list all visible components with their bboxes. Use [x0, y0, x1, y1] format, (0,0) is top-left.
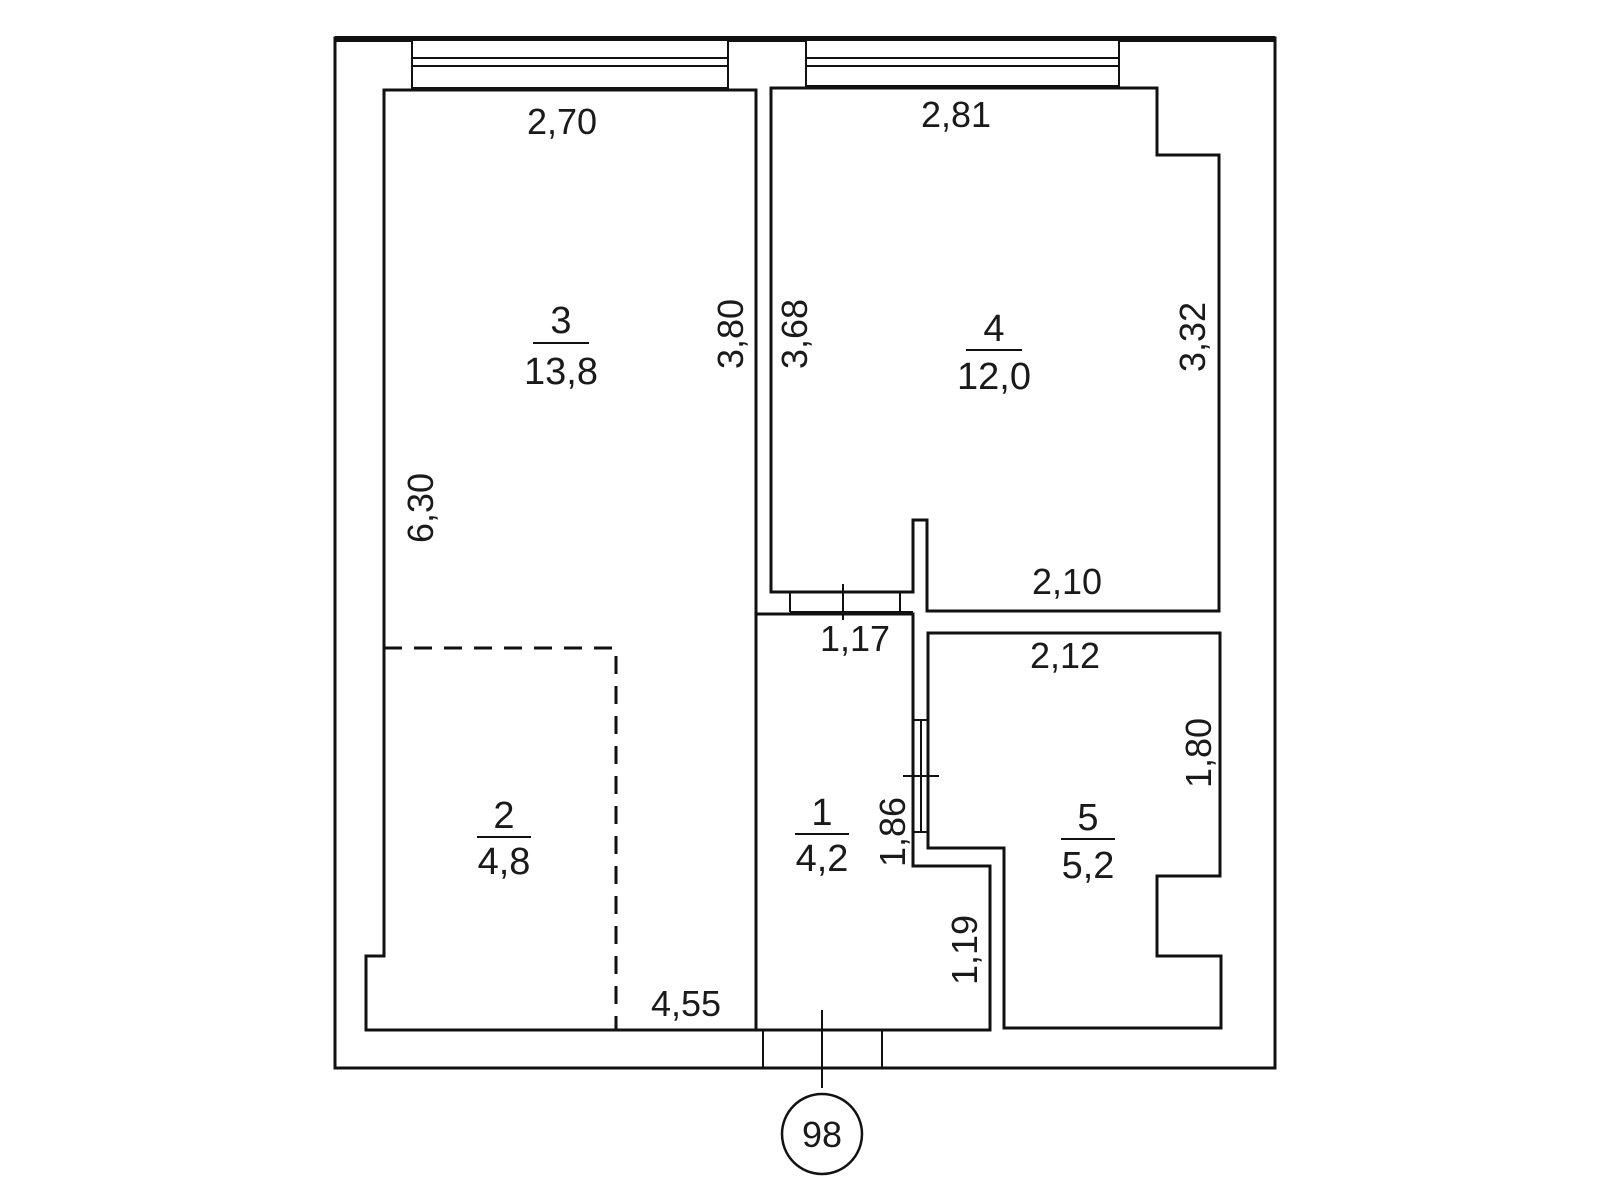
room-label-3: 3 13,8	[524, 300, 598, 393]
dim-room4-left: 3,68	[774, 299, 815, 369]
window-left	[411, 39, 729, 89]
room-number: 5	[1077, 797, 1098, 839]
door-room-5	[903, 719, 939, 833]
dim-room4-top: 2,81	[921, 94, 991, 135]
outer-wall	[333, 36, 1277, 1070]
room-area: 5,2	[1062, 845, 1115, 887]
room-number: 3	[550, 300, 571, 342]
room-2-boundary	[384, 646, 618, 1030]
dim-corridor-top: 1,17	[820, 618, 890, 659]
room-area: 4,8	[478, 841, 531, 883]
dim-room3-right: 3,80	[710, 299, 751, 369]
dim-room5-top: 2,12	[1030, 635, 1100, 676]
dim-room4-bottom: 2,10	[1032, 561, 1102, 602]
room-label-1: 1 4,2	[795, 792, 849, 880]
room-area: 4,2	[796, 838, 849, 880]
room-label-2: 2 4,8	[477, 795, 531, 883]
dim-corridor-right: 1,86	[872, 797, 913, 867]
room-number: 4	[983, 308, 1004, 350]
dim-room3-left: 6,30	[400, 473, 441, 543]
dim-room5-right: 1,80	[1178, 718, 1219, 788]
dim-room3-top: 2,70	[527, 101, 597, 142]
room-4-walls	[769, 86, 1221, 613]
apartment-number-badge	[780, 1092, 864, 1176]
dim-room4-right: 3,32	[1172, 302, 1213, 372]
entrance-door	[762, 1010, 883, 1088]
room-5-walls	[926, 631, 1223, 1030]
window-right	[805, 39, 1120, 87]
room-area: 13,8	[524, 351, 598, 393]
room-label-4: 4 12,0	[957, 308, 1031, 398]
dim-entry-right: 1,19	[944, 915, 985, 985]
room-3-walls	[364, 88, 758, 1032]
room-number: 1	[811, 792, 832, 834]
room-1-walls	[756, 612, 992, 1032]
apartment-number: 98	[802, 1114, 842, 1155]
room-number: 2	[493, 795, 514, 837]
dim-bottom: 4,55	[651, 983, 721, 1024]
room-area: 12,0	[957, 356, 1031, 398]
room-label-5: 5 5,2	[1061, 797, 1115, 887]
